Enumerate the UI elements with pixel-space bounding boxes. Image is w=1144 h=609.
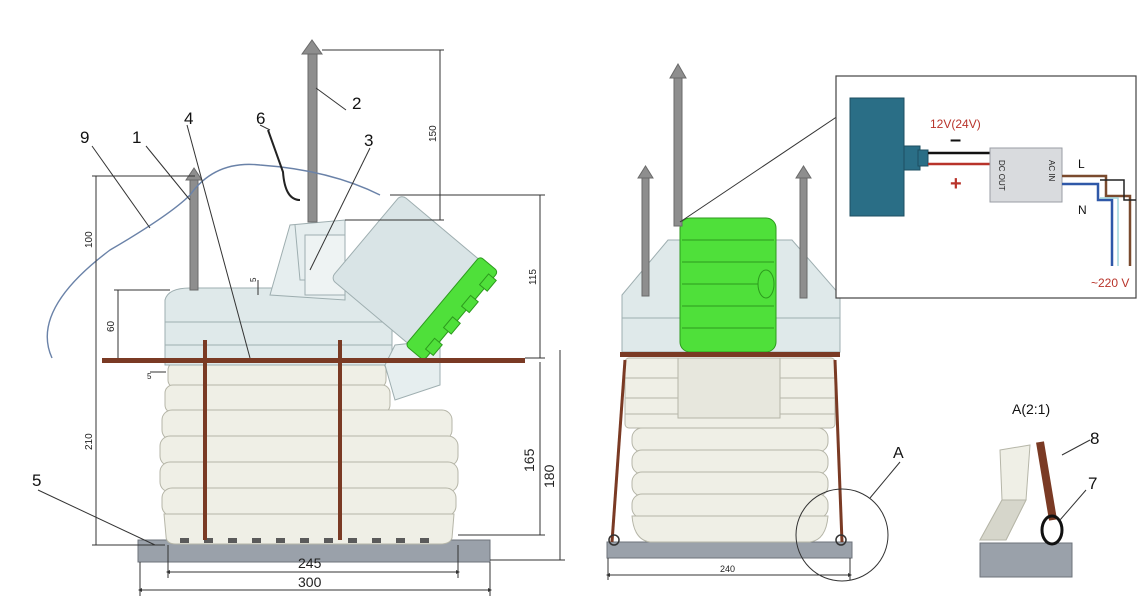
dc-voltage-label: 12V(24V) (930, 117, 981, 131)
anchor-rod (1036, 441, 1057, 521)
plus-sign: + (950, 173, 962, 195)
front-view: 240 A (606, 62, 904, 582)
callout-2: 2 (352, 94, 361, 113)
callout-9: 9 (80, 128, 89, 147)
callout-8: 8 (1090, 429, 1099, 448)
line-label: L (1078, 157, 1085, 171)
neutral-label: N (1078, 203, 1087, 217)
dim-180: 180 (541, 464, 557, 488)
vent-pipe (795, 165, 812, 299)
dim-245: 245 (298, 555, 322, 571)
callout-4: 4 (184, 109, 193, 128)
soil-outline (46, 163, 381, 359)
dim-240: 240 (720, 564, 735, 574)
dim-5-top: 5 (249, 277, 258, 282)
detail-circle (795, 488, 889, 582)
ground-bar (102, 358, 525, 363)
dim-115: 115 (528, 269, 539, 285)
dim-210: 210 (84, 433, 95, 450)
callout-6: 6 (256, 109, 265, 128)
ground-bar (620, 352, 840, 357)
anchor-rod (338, 340, 342, 540)
side-view: 9 1 4 6 2 3 5 100 60 210 150 115 165 180… (32, 39, 565, 596)
green-cover (332, 196, 498, 360)
wiring-inset: DC OUT AC IN 12V(24V) – + L N ~220 V (835, 75, 1137, 299)
callout-1: 1 (132, 128, 141, 147)
vent-pipe (637, 165, 654, 297)
dim-165: 165 (521, 448, 537, 472)
anchor-rod (203, 340, 207, 540)
callout-7: 7 (1088, 474, 1097, 493)
tank-body (159, 361, 459, 545)
callout-3: 3 (364, 131, 373, 150)
dim-150: 150 (428, 125, 439, 142)
base-plate (979, 542, 1073, 578)
base-plate (606, 541, 853, 559)
dim-100: 100 (84, 231, 95, 248)
vent-pipe (185, 167, 203, 291)
blower-unit (849, 97, 905, 217)
mains-label: ~220 V (1091, 276, 1129, 290)
dim-60: 60 (106, 320, 117, 332)
vent-pipe (669, 62, 687, 227)
tank-lid (164, 219, 441, 401)
detail-marker: A (893, 445, 904, 462)
detail-title: A(2:1) (1012, 401, 1050, 417)
anchor-rod (833, 359, 844, 543)
anchor-rod (610, 359, 627, 543)
dim-5-side: 5 (147, 372, 152, 381)
vent-pipe (301, 39, 323, 223)
callout-5: 5 (32, 471, 41, 490)
green-cover (679, 217, 777, 353)
dim-300: 300 (298, 574, 322, 590)
tank-body (624, 357, 836, 543)
dc-out-label: DC OUT (997, 160, 1006, 191)
detail-view: A(2:1) 8 7 (979, 401, 1099, 578)
minus-sign: – (950, 129, 961, 151)
ac-in-label: AC IN (1047, 160, 1056, 182)
